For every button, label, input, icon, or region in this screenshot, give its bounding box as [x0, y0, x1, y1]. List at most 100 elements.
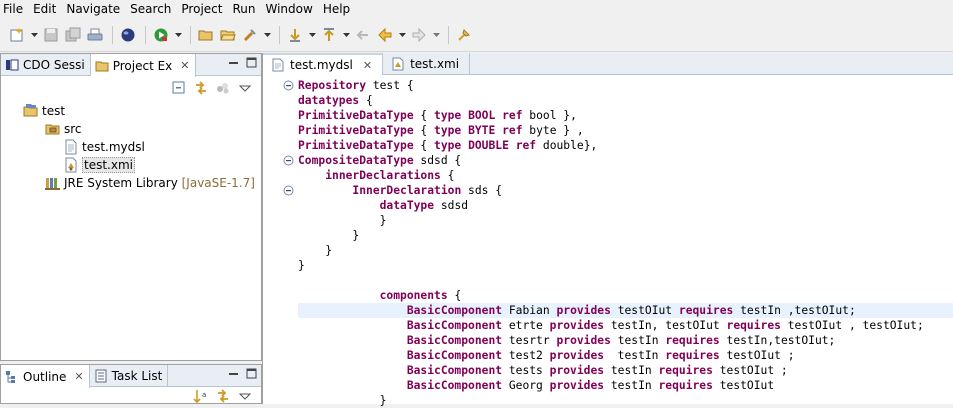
tree-item-test[interactable]: test	[23, 102, 65, 120]
sort-icon[interactable]: a	[193, 388, 209, 404]
view-menu-icon[interactable]	[237, 80, 253, 96]
menu-edit[interactable]: Edit	[33, 2, 57, 16]
forward-dropdown-icon[interactable]	[432, 26, 440, 44]
next-annotation-dropdown-icon[interactable]	[308, 26, 316, 44]
tree-item-src[interactable]: src	[45, 120, 82, 138]
fold-toggle-icon[interactable]	[283, 185, 294, 196]
tree-item-jre-library[interactable]: JRE System Library [JavaSE-1.7]	[45, 174, 255, 192]
code-line[interactable]: BasicComponent tests provides testIn req…	[298, 363, 788, 378]
code-line[interactable]: innerDeclarations {	[298, 168, 454, 183]
code-line[interactable]: InnerDeclaration sds {	[298, 183, 502, 198]
fold-toggle-icon[interactable]	[283, 155, 294, 166]
tree-item-label: JRE System Library [JavaSE-1.7]	[64, 176, 255, 190]
new-wizard-dropdown-icon[interactable]	[30, 26, 38, 44]
code-line[interactable]: PrimitiveDataType { type BYTE ref byte }…	[298, 123, 584, 138]
link-with-editor-icon[interactable]	[193, 80, 209, 96]
pin-editor-icon[interactable]	[455, 26, 473, 44]
text-token: {	[440, 169, 455, 182]
keyword-token: components	[379, 289, 448, 302]
tree-item-label: test	[42, 104, 66, 118]
text-token: testOIut , testOIut;	[780, 319, 924, 332]
text-token: }	[298, 394, 387, 407]
tab-task-list[interactable]: Task List	[90, 365, 169, 387]
menu-navigate[interactable]: Navigate	[66, 2, 121, 16]
back-icon[interactable]	[354, 26, 372, 44]
new-wizard-icon[interactable]	[8, 26, 26, 44]
fold-toggle-icon[interactable]	[283, 80, 294, 91]
tab-cdo-sessions[interactable]: CDO Sessi	[1, 54, 91, 76]
code-line[interactable]: datatypes {	[298, 93, 373, 108]
close-icon[interactable]: ✕	[180, 59, 190, 72]
minimize-icon[interactable]	[228, 368, 239, 379]
tab-test-mydsl[interactable]: test.mydsl ✕	[263, 53, 384, 75]
code-line[interactable]: BasicComponent test2 provides testIn req…	[298, 348, 795, 363]
view-menu-extra-icon[interactable]	[215, 80, 231, 96]
menu-run[interactable]: Run	[232, 2, 256, 16]
collapse-all-icon[interactable]	[171, 80, 187, 96]
text-token	[298, 289, 380, 302]
code-line[interactable]: }	[298, 243, 332, 258]
prev-annotation-dropdown-icon[interactable]	[342, 26, 350, 44]
code-line[interactable]: BasicComponent etrte provides testIn, te…	[298, 318, 924, 333]
prev-annotation-icon[interactable]	[320, 26, 338, 44]
tree-item-test-xmi[interactable]: test.xmi	[63, 156, 135, 174]
keyword-token: DOUBLE	[468, 139, 509, 152]
keyword-token: BasicComponent	[406, 319, 503, 332]
code-line[interactable]: CompositeDataType sdsd {	[298, 153, 461, 168]
maximize-icon[interactable]	[246, 368, 257, 379]
svg-text:a: a	[202, 391, 206, 399]
keyword-token: requires	[726, 319, 781, 332]
code-line[interactable]: }	[298, 213, 387, 228]
next-annotation-icon[interactable]	[286, 26, 304, 44]
keyword-token: InnerDeclaration	[352, 184, 462, 197]
close-icon[interactable]: ✕	[74, 370, 84, 383]
menu-file[interactable]: File	[3, 2, 24, 16]
tab-outline[interactable]: Outline ✕	[1, 365, 90, 388]
search-icon[interactable]	[241, 26, 259, 44]
keyword-token: BasicComponent	[406, 334, 503, 347]
cdo-icon[interactable]	[119, 26, 137, 44]
search-dropdown-icon[interactable]	[263, 26, 271, 44]
code-line[interactable]: BasicComponent tesrtr provides testIn re…	[298, 333, 836, 348]
save-icon[interactable]	[42, 26, 60, 44]
code-line[interactable]: BasicComponent Georg provides testIn req…	[298, 378, 774, 393]
open-folder-icon[interactable]	[219, 26, 237, 44]
menu-window[interactable]: Window	[265, 2, 313, 16]
code-line[interactable]: PrimitiveDataType { type BOOL ref bool }…	[298, 108, 577, 123]
code-line[interactable]: Repository test {	[298, 78, 414, 93]
code-line[interactable]: BasicComponent Fabian provides testOIut …	[298, 303, 953, 318]
tab-label: test.mydsl	[290, 58, 353, 72]
tab-project-explorer[interactable]: Project Ex ✕	[90, 54, 196, 77]
forward-icon[interactable]	[410, 26, 428, 44]
open-type-icon[interactable]	[197, 26, 215, 44]
text-token: {	[447, 289, 462, 302]
run-dropdown-icon[interactable]	[174, 26, 182, 44]
minimize-icon[interactable]	[228, 57, 239, 68]
code-line[interactable]: }	[298, 228, 359, 243]
print-icon[interactable]	[86, 26, 104, 44]
back-arrow-icon[interactable]	[376, 26, 394, 44]
toolbar-separator	[448, 25, 449, 44]
code-line[interactable]: dataType sdsd	[298, 198, 468, 213]
code-line[interactable]: }	[298, 258, 305, 273]
maximize-icon[interactable]	[246, 57, 257, 68]
tree-item-test-mydsl[interactable]: test.mydsl	[63, 138, 145, 156]
code-line[interactable]: }	[298, 393, 387, 408]
run-icon[interactable]	[152, 26, 170, 44]
close-icon[interactable]: ✕	[362, 58, 373, 72]
editor-gutter	[263, 76, 297, 404]
tab-test-xmi[interactable]: test.xmi	[383, 53, 471, 75]
panel-controls	[228, 57, 257, 68]
code-editor[interactable]: Repository test {datatypes {PrimitiveDat…	[263, 76, 953, 407]
code-line[interactable]: PrimitiveDataType { type DOUBLE ref doub…	[298, 138, 597, 153]
menu-project[interactable]: Project	[181, 2, 223, 16]
tree-item-label: src	[64, 122, 82, 136]
menu-help[interactable]: Help	[322, 2, 351, 16]
link-with-editor-icon[interactable]	[215, 388, 231, 404]
back-dropdown-icon[interactable]	[398, 26, 406, 44]
view-menu-icon[interactable]	[237, 388, 253, 404]
save-all-icon[interactable]	[64, 26, 82, 44]
menu-search[interactable]: Search	[130, 2, 172, 16]
keyword-token: type	[434, 109, 462, 122]
code-line[interactable]: components {	[298, 288, 462, 303]
